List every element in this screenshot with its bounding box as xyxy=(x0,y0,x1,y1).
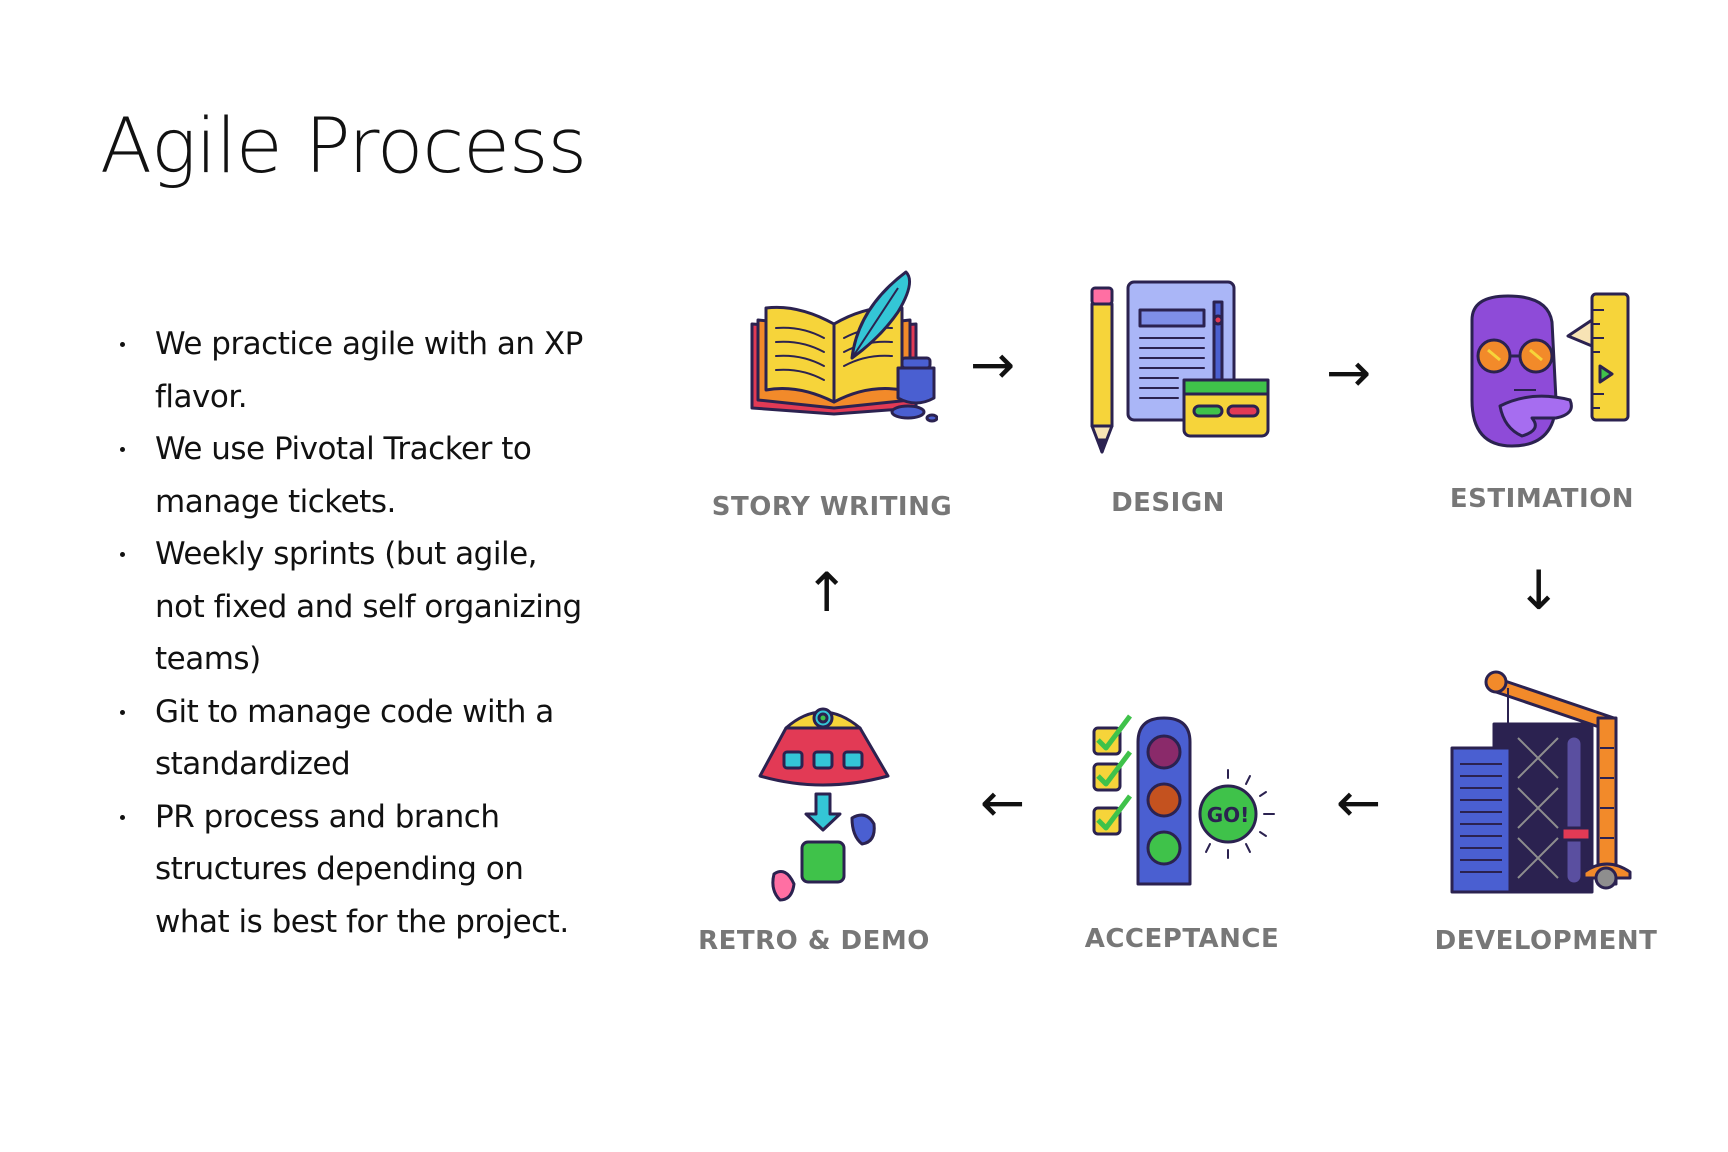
bullet-item: Git to manage code with a standardized xyxy=(118,686,618,791)
ufo-beam-icon xyxy=(756,698,892,906)
bullet-line: Git to manage code with a xyxy=(155,693,554,730)
stage-label-design: DESIGN xyxy=(1111,488,1225,518)
arrow-left-icon: ← xyxy=(1336,771,1382,834)
arrow-up-icon: ↑ xyxy=(804,561,850,624)
bullet-item: Weekly sprints (but agile, not fixed and … xyxy=(118,528,618,686)
bullet-dot xyxy=(120,709,125,715)
stage-label-acceptance: ACCEPTANCE xyxy=(1084,924,1280,954)
bullet-line: structures depending on xyxy=(155,851,524,887)
page-title: Agile Process xyxy=(100,101,587,190)
bullet-line: PR process and branch xyxy=(155,798,500,835)
bullet-dot xyxy=(120,447,125,452)
thinking-face-ruler-icon xyxy=(1452,290,1638,460)
arrow-left-icon: ← xyxy=(980,771,1026,834)
bullet-line: manage tickets. xyxy=(155,483,396,520)
bullet-dot xyxy=(120,552,125,557)
bullet-item: We practice agile with an XP flavor. xyxy=(118,318,618,423)
stage-label-estimation: ESTIMATION xyxy=(1449,484,1635,514)
go-sign-text: GO! xyxy=(1207,803,1250,827)
book-quill-icon xyxy=(748,268,939,428)
bullet-line: We practice agile with an XP xyxy=(155,326,583,362)
traffic-light-go-icon: GO! xyxy=(1090,712,1300,896)
bullet-line: flavor. xyxy=(155,378,248,415)
bullet-list: We practice agile with an XP flavor. We u… xyxy=(118,318,618,948)
pencil-document-icon xyxy=(1086,280,1276,460)
stage-label-development: DEVELOPMENT xyxy=(1434,926,1658,956)
stage-label-retro-demo: RETRO & DEMO xyxy=(698,926,930,956)
bullet-dot xyxy=(120,814,125,820)
arrow-right-icon: → xyxy=(1326,341,1372,404)
arrow-right-icon: → xyxy=(970,333,1016,396)
arrow-down-icon: ↓ xyxy=(1516,559,1562,622)
bullet-line: teams) xyxy=(155,641,261,677)
bullet-line: standardized xyxy=(155,746,351,782)
bullet-line: what is best for the project. xyxy=(155,903,569,940)
bullet-item: We use Pivotal Tracker to manage tickets. xyxy=(118,423,618,528)
bullet-line: We use Pivotal Tracker to xyxy=(155,431,532,467)
bullet-line: Weekly sprints (but agile, xyxy=(155,536,538,572)
bullet-line: not fixed and self organizing xyxy=(155,588,582,625)
stage-label-story-writing: STORY WRITING xyxy=(711,492,953,522)
crane-building-icon xyxy=(1448,668,1648,900)
bullet-item: PR process and branch structures dependin… xyxy=(118,791,618,949)
bullet-dot xyxy=(120,342,125,347)
